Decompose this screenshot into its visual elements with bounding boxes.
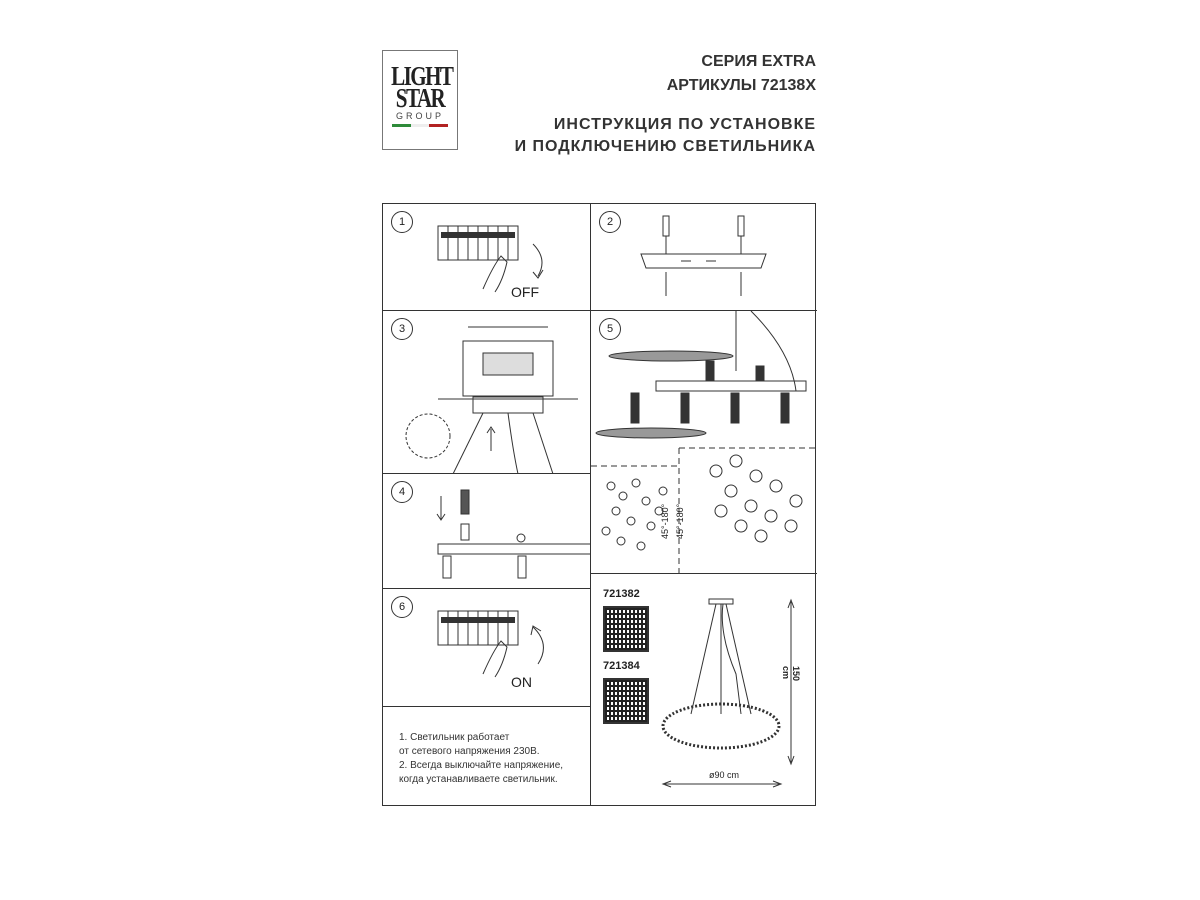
circuit-breaker-off-illustration bbox=[437, 225, 544, 293]
note-line: когда устанавливаете светильник. bbox=[399, 774, 558, 785]
step-4-panel: 4 bbox=[383, 474, 591, 589]
logo-text-star: STAR bbox=[395, 83, 446, 113]
qr-code-721382[interactable] bbox=[603, 606, 649, 652]
bulb-install-illustration bbox=[436, 489, 591, 579]
mounting-bracket-illustration bbox=[640, 215, 767, 296]
product-code-721382: 721382 bbox=[603, 588, 640, 600]
height-dimension: 150 cm bbox=[781, 666, 801, 682]
step-number: 5 bbox=[599, 318, 621, 340]
note-line: от сетевого напряжения 230В. bbox=[399, 746, 540, 757]
title-line-1: ИНСТРУКЦИЯ ПО УСТАНОВКЕ bbox=[553, 116, 816, 133]
series-name: СЕРИЯ EXTRA bbox=[701, 53, 816, 70]
logo-text-light: LIGHT bbox=[391, 61, 454, 91]
step-number: 4 bbox=[391, 481, 413, 503]
rotation-angle-label: 45°-180° bbox=[660, 503, 670, 539]
qr-code-721384[interactable] bbox=[603, 678, 649, 724]
rotation-angle-label: 45°-180° bbox=[675, 503, 685, 539]
circuit-breaker-on-illustration bbox=[437, 610, 544, 678]
article-numbers: АРТИКУЛЫ 72138X bbox=[666, 77, 816, 94]
logo-text-group: GROUP bbox=[395, 111, 444, 121]
chandelier-dimensions-illustration bbox=[661, 598, 795, 788]
step-2-panel: 2 bbox=[591, 204, 817, 311]
step-number: 6 bbox=[391, 596, 413, 618]
diameter-dimension: ø90 cm bbox=[709, 770, 740, 780]
shade-assembly-illustration bbox=[591, 311, 817, 574]
crystal-cluster-left bbox=[601, 478, 668, 551]
product-code-721384: 721384 bbox=[603, 660, 640, 672]
product-info-panel: 721382 721384 150 cm ø90 cm bbox=[591, 574, 817, 806]
document-title: ИНСТРУКЦИЯ ПО УСТАНОВКЕ И ПОДКЛЮЧЕНИЮ СВ… bbox=[515, 114, 816, 158]
safety-notes: 1. Светильник работает от сетевого напря… bbox=[399, 731, 563, 787]
step-3-panel: 3 bbox=[383, 311, 591, 474]
step-1-panel: 1 OFF bbox=[383, 204, 591, 311]
step-number: 3 bbox=[391, 318, 413, 340]
instruction-grid: 1 OFF 2 3 bbox=[382, 203, 817, 806]
step-number: 2 bbox=[599, 211, 621, 233]
wiring-connection-illustration bbox=[405, 326, 578, 474]
step-5-panel: 5 45°-180° 45°-180° bbox=[591, 311, 817, 574]
title-line-2: И ПОДКЛЮЧЕНИЮ СВЕТИЛЬНИКА bbox=[514, 138, 816, 155]
note-line: 2. Всегда выключайте напряжение, bbox=[399, 760, 564, 771]
step-number: 1 bbox=[391, 211, 413, 233]
series-header: СЕРИЯ EXTRA АРТИКУЛЫ 72138X bbox=[667, 50, 816, 98]
note-line: 1. Светильник работает bbox=[399, 732, 510, 743]
off-label: OFF bbox=[511, 284, 539, 300]
notes-panel: 1. Светильник работает от сетевого напря… bbox=[383, 707, 591, 806]
step-6-panel: 6 ON bbox=[383, 589, 591, 707]
italian-flag-stripe bbox=[392, 124, 449, 127]
crystal-cluster-right bbox=[709, 454, 803, 543]
on-label: ON bbox=[511, 674, 532, 690]
brand-logo: LIGHT STAR GROUP bbox=[382, 50, 458, 150]
